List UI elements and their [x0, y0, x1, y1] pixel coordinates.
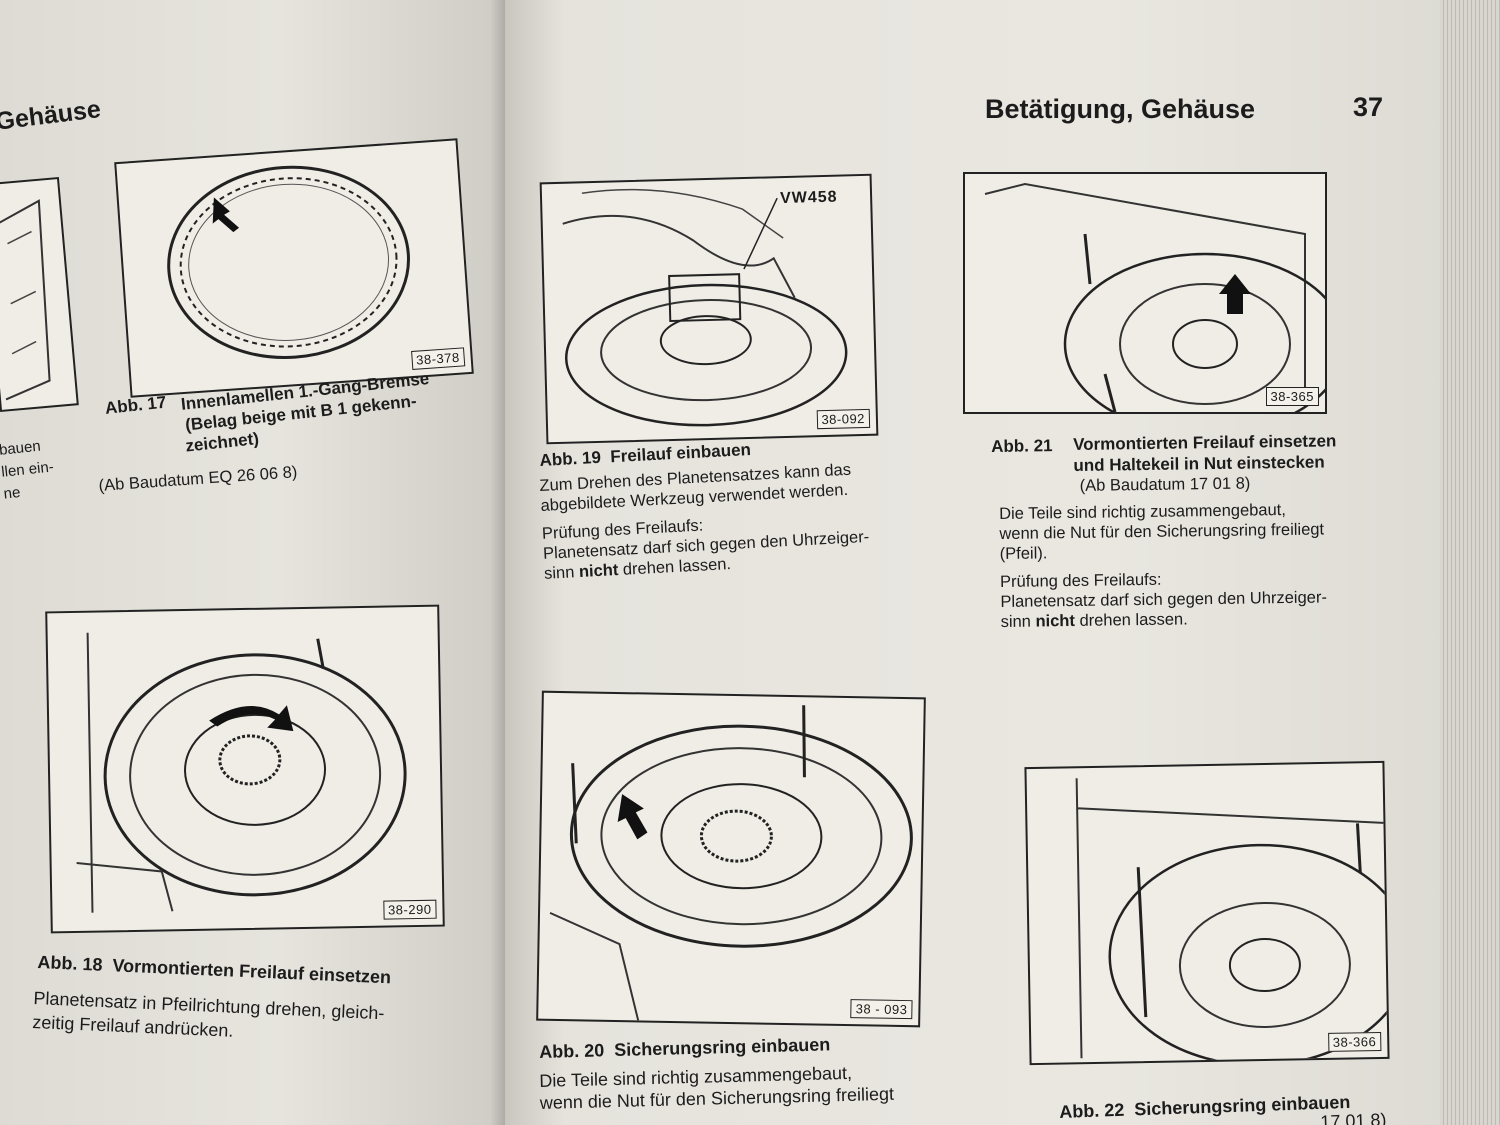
page-number: 37 — [1353, 92, 1384, 122]
emphasis-text: nicht — [578, 560, 619, 582]
caption-note: (Ab Baudatum 17 01 8) — [1079, 474, 1251, 495]
right-page-header: Betätigung, Gehäuse — [985, 94, 1256, 124]
figure-17-note: (Ab Baudatum EQ 26 06 8) — [98, 463, 298, 495]
figure-22-image: 38-366 — [1024, 760, 1390, 1066]
caption-line: und Haltekeil in Nut einstecken — [1073, 452, 1325, 475]
partial-figure-drawing — [0, 199, 51, 401]
clutch-plate-drawing — [167, 165, 410, 360]
figure-17-caption: Abb. 17 — [104, 392, 167, 419]
text-run: sinn — [1000, 612, 1036, 631]
figure-21-caption: Abb. 21 — [991, 435, 1053, 457]
partial-figure-left-edge — [0, 176, 79, 413]
figure-22-cut-text: 17 01 8) — [1320, 1109, 1387, 1125]
figure-17-number: 38-378 — [410, 347, 466, 371]
text-run: drehen lassen. — [1074, 610, 1188, 630]
caption-number: Abb. 18 — [37, 952, 103, 975]
figure-21-number: 38-365 — [1265, 387, 1319, 406]
left-page: Gehäuse bauen llen ein- ne 38-378 Abb. 1… — [0, 0, 505, 1125]
figure-19-number: 38-092 — [816, 408, 871, 430]
figure-21-text: Die Teile sind richtig zusammengebaut, w… — [999, 499, 1327, 632]
left-edge-text: bauen llen ein- ne — [0, 435, 57, 506]
figure-20-text: Die Teile sind richtig zusammengebaut, w… — [539, 1061, 894, 1114]
figure-22-caption: Abb. 22 Sicherungsring einbauen — [1059, 1092, 1351, 1123]
figure-19-text: Zum Drehen des Planetensatzes kann das a… — [539, 459, 871, 584]
figure-21-caption-text: Vormontierten Freilauf einsetzen und Hal… — [1073, 430, 1337, 496]
caption-number: Abb. 21 — [991, 436, 1053, 456]
planetary-tool-drawing — [562, 188, 848, 427]
tool-label: VW458 — [779, 188, 838, 208]
emphasis-text: nicht — [1035, 611, 1076, 631]
figure-18-number: 38-290 — [382, 899, 437, 920]
freewheel-wedge-drawing — [984, 182, 1325, 412]
freewheel-assembly-drawing — [76, 632, 407, 913]
figure-20-image: 38 - 093 — [536, 690, 926, 1028]
text-run: sinn — [543, 563, 580, 583]
caption-title: Vormontierten Freilauf einsetzen — [112, 955, 392, 988]
text-run: drehen lassen. — [617, 555, 732, 579]
figure-20-caption: Abb. 20 Sicherungsring einbauen — [539, 1034, 831, 1063]
figure-20-number: 38 - 093 — [850, 999, 913, 1020]
figure-19-image: VW458 38-092 — [539, 173, 879, 445]
edge-text-line: ne — [2, 484, 22, 503]
caption-title: Freilauf einbauen — [609, 439, 752, 467]
figure-18-caption: Abb. 18 Vormontierten Freilauf einsetzen — [37, 952, 391, 988]
body-line: sinn nicht drehen lassen. — [1001, 607, 1328, 632]
figure-21-image: 38-365 — [963, 172, 1327, 414]
left-page-header: Gehäuse — [0, 95, 103, 136]
figure-18-image: 38-290 — [45, 604, 445, 934]
page-gutter-shadow — [490, 0, 505, 1125]
caption-line: Vormontierten Freilauf einsetzen — [1073, 431, 1337, 454]
snap-ring-drawing — [549, 705, 913, 1021]
caption-number: Abb. 17 — [104, 392, 168, 418]
figure-22-number: 38-366 — [1327, 1031, 1382, 1052]
page-stack-edge — [1440, 0, 1500, 1125]
caption-number: Abb. 20 — [539, 1040, 605, 1062]
figure-17-image: 38-378 — [114, 138, 474, 398]
snap-ring-install-drawing — [1075, 778, 1388, 1064]
figure-18-text: Planetensatz in Pfeilrichtung drehen, gl… — [32, 986, 385, 1049]
caption-title: Sicherungsring einbauen — [614, 1034, 831, 1061]
caption-number: Abb. 19 — [539, 447, 602, 470]
right-page: Betätigung, Gehäuse 37 VW458 38-092 Abb.… — [505, 0, 1500, 1125]
caption-number: Abb. 22 — [1059, 1099, 1125, 1122]
caption-title: Sicherungsring einbauen — [1133, 1091, 1351, 1120]
